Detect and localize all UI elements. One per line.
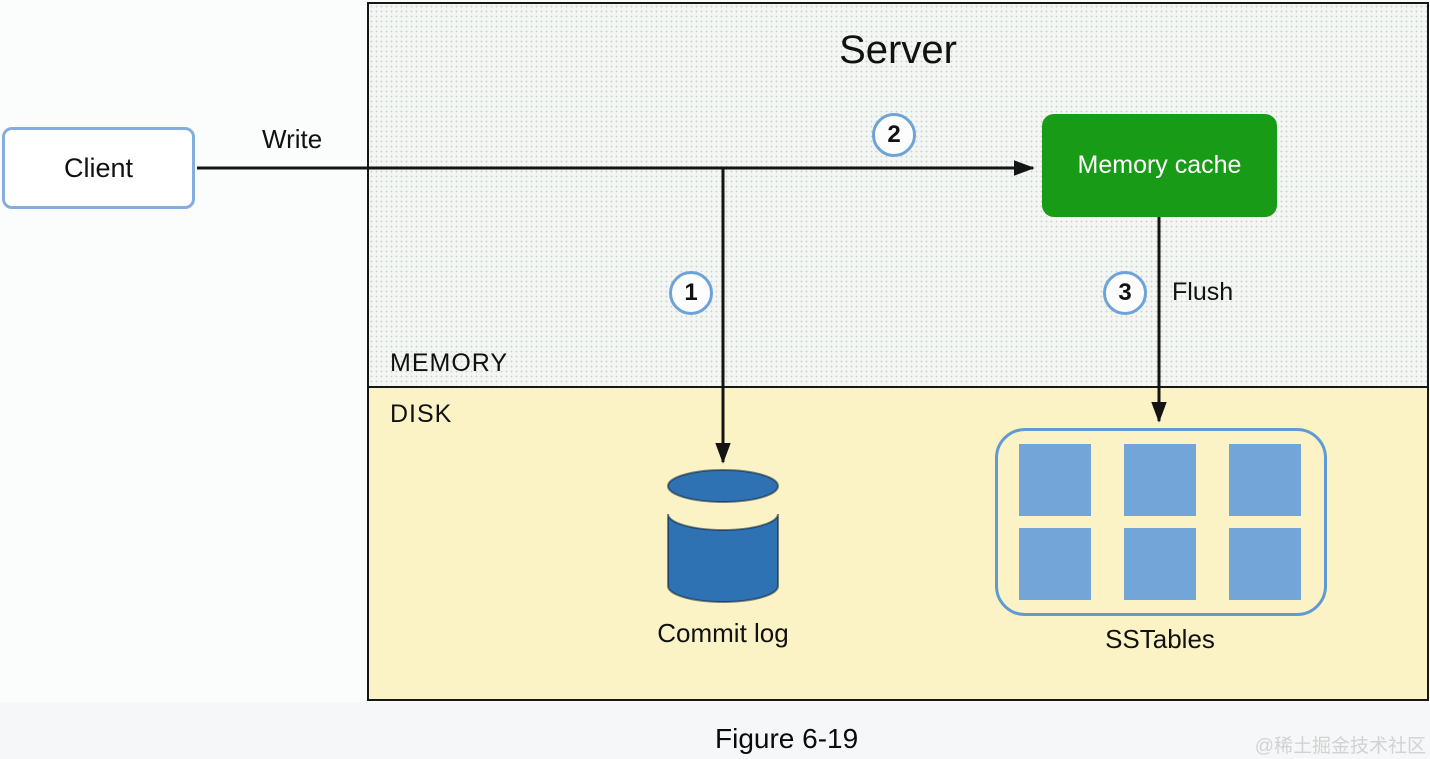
step-circle-1: 1: [669, 271, 713, 315]
memory-section-label: MEMORY: [390, 349, 509, 377]
sstable-square: [1019, 444, 1091, 516]
step-1-number: 1: [684, 279, 698, 306]
step-3-number: 3: [1118, 279, 1132, 306]
sstable-square: [1124, 444, 1196, 516]
sstable-square: [1124, 528, 1196, 600]
memory-cache-node: Memory cache: [1042, 114, 1277, 217]
client-label: Client: [63, 152, 134, 183]
step-circle-3: 3: [1103, 271, 1147, 315]
memory-cache-label: Memory cache: [1077, 151, 1242, 179]
write-label: Write: [262, 124, 323, 154]
commit-log-cylinder-icon: [667, 469, 779, 603]
footer-strip: [0, 702, 1430, 759]
watermark: @稀土掘金技术社区: [1254, 736, 1426, 757]
step-2-number: 2: [887, 121, 901, 148]
sstable-square: [1019, 528, 1091, 600]
step-circle-2: 2: [872, 113, 916, 157]
commit-log-label: Commit log: [657, 618, 789, 648]
sstable-square: [1229, 444, 1301, 516]
disk-section-label: DISK: [390, 400, 453, 428]
server-title: Server: [839, 28, 957, 72]
client-node: Client: [2, 127, 195, 209]
sstables-node: [995, 428, 1327, 616]
sstables-label: SSTables: [1105, 624, 1215, 654]
figure-caption: Figure 6-19: [715, 723, 859, 754]
sstable-square: [1229, 528, 1301, 600]
flush-label: Flush: [1172, 278, 1234, 306]
